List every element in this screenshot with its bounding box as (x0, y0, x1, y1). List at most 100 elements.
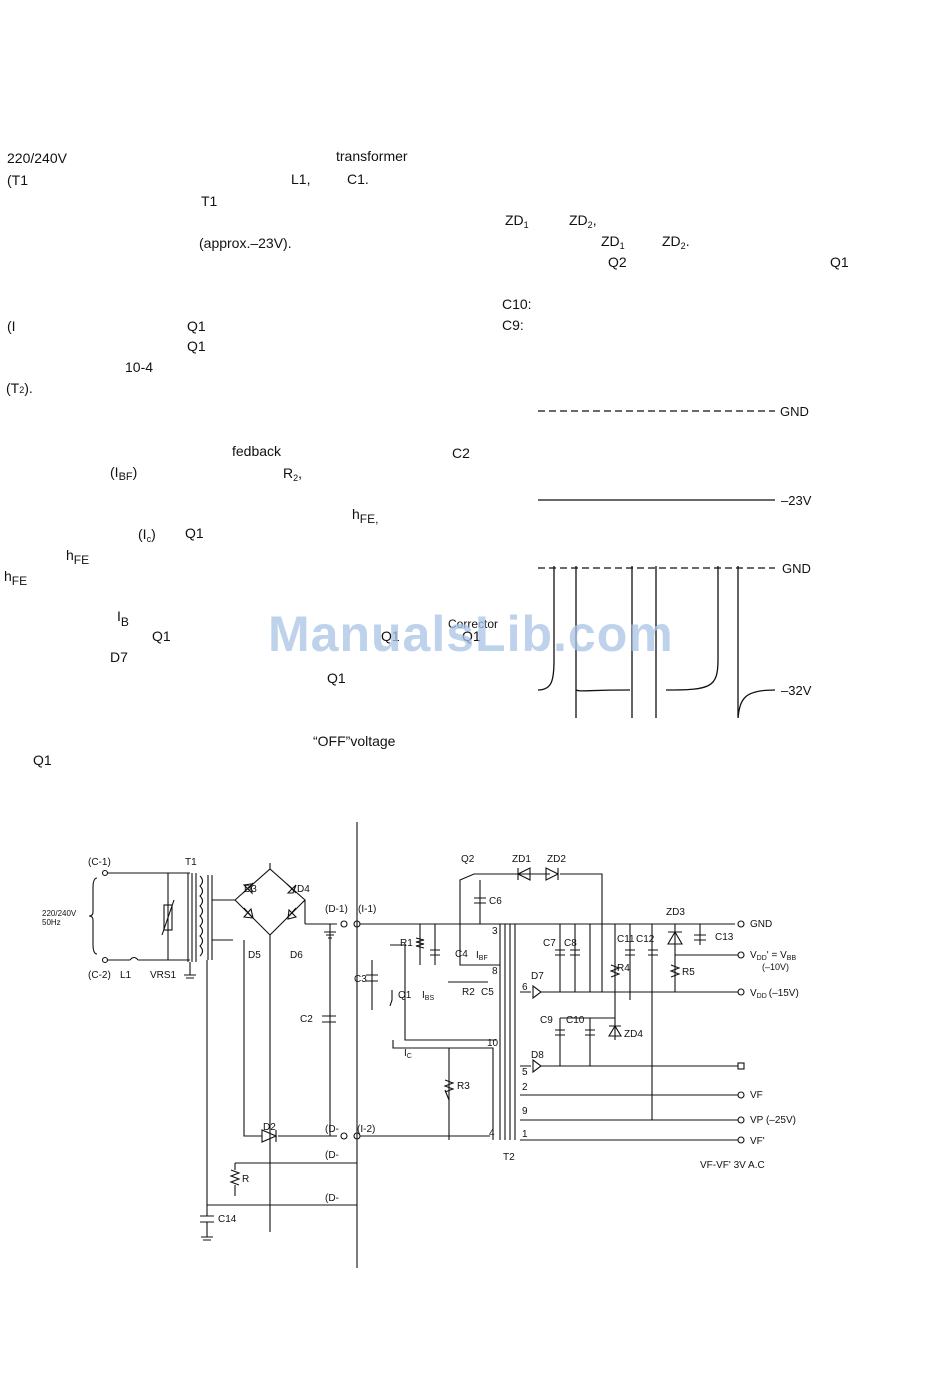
c2-label: C2 (300, 1014, 313, 1025)
ic-text: (Ic) (138, 526, 156, 544)
minus32v-label: –32V (781, 683, 812, 698)
corrector-text: Corrector (448, 617, 499, 631)
c2-terminal-label: (C-2) (88, 970, 111, 981)
vrs1-label: VRS1 (150, 970, 177, 981)
pin1-label: 1 (522, 1129, 528, 1140)
zd4-label: ZD4 (624, 1029, 643, 1040)
t1-text: T1 (201, 193, 218, 209)
ic-label: IC (404, 1048, 412, 1060)
c10-text: C10: (502, 296, 532, 312)
q1-text-h: Q1 (33, 752, 52, 768)
pin10-label: 10 (487, 1038, 499, 1049)
q1-text-a: Q1 (187, 318, 206, 334)
d2-label: D2 (263, 1122, 276, 1133)
input-hz-label: 50Hz (42, 918, 61, 927)
pin4-label: 4 (489, 1128, 495, 1139)
c7-label: C7 (543, 938, 556, 949)
q1-text-c: Q1 (185, 525, 204, 541)
q1-text-f: Q1 (462, 628, 481, 644)
c9-label: C9 (540, 1015, 553, 1026)
pin6-label: 6 (522, 982, 528, 993)
i1-terminal-label: (I-1) (358, 904, 376, 915)
pin9-label: 9 (522, 1106, 528, 1117)
hfe-text-b: hFE (66, 547, 90, 567)
d8-label: D8 (531, 1050, 544, 1061)
r5-label: R5 (682, 967, 695, 978)
pin2-label: 2 (522, 1082, 528, 1093)
q1-label: Q1 (398, 990, 412, 1001)
vf-note-label: VF-VF' 3V A.C (700, 1160, 765, 1171)
c1-terminal-label: (C-1) (88, 857, 111, 868)
zd1-label: ZD1 (512, 854, 531, 865)
pin5-label: 5 (522, 1067, 528, 1078)
c2-text: C2 (452, 445, 470, 461)
pulse-waveform (537, 566, 776, 719)
vf-prime-output-label: VF' (750, 1136, 765, 1147)
d5-label: D5 (248, 950, 261, 961)
r2-label: R2 (462, 987, 475, 998)
pin8-label: 8 (492, 966, 498, 977)
q1-text-b: Q1 (187, 338, 206, 354)
off-voltage-text: “OFF”voltage (313, 733, 396, 749)
d6-label: D6 (290, 950, 303, 961)
input-voltage-label: 220/240V (42, 909, 77, 918)
zd1-text-b: ZD1 (601, 233, 625, 251)
r-label: R (242, 1174, 249, 1185)
r1-label: R1 (400, 938, 413, 949)
transformer-text: transformer (336, 148, 408, 164)
d7-text: D7 (110, 649, 128, 665)
d2-terminal-label: (D- (325, 1124, 339, 1135)
t2-label: T2 (503, 1152, 515, 1163)
c12-label: C12 (636, 934, 655, 945)
hfe-text-a: hFE, (352, 506, 379, 526)
pin3-label: 3 (492, 926, 498, 937)
r4-label: R4 (617, 963, 630, 974)
approx-voltage-text: (approx.–23V). (199, 235, 292, 251)
c5-label: C5 (481, 987, 494, 998)
hfe-text-c: hFE (4, 568, 28, 588)
vf-output-label: VF (750, 1090, 763, 1101)
vdd-prime-value-label: (–10V) (762, 962, 789, 972)
vdd-prime-output-label: VDD' = VBB (750, 950, 796, 962)
d1-terminal-label: (D-1) (325, 904, 348, 915)
c6-label: C6 (489, 896, 502, 907)
i2-terminal-label: (I-2) (357, 1124, 375, 1135)
ibs-label: IBS (422, 990, 434, 1002)
q1-text-right: Q1 (830, 254, 849, 270)
c1-text: C1. (347, 171, 369, 187)
c11-label: C11 (617, 934, 635, 945)
q2-text: Q2 (608, 254, 627, 270)
r2-text: R2, (283, 465, 303, 483)
d4-terminal-label: (D- (325, 1193, 339, 1204)
t1-paren-text: (T1 (7, 172, 28, 188)
c9-text: C9: (502, 317, 524, 333)
ibf-label: IBF (476, 950, 488, 962)
minus23v-label: –23V (781, 493, 812, 508)
zd1-text: ZD1 (505, 212, 529, 230)
c3-label: C3 (354, 974, 367, 985)
q1-text-g: Q1 (327, 670, 346, 686)
ib-text: IB (117, 608, 129, 629)
zd3-label: ZD3 (666, 907, 685, 918)
d3-label: D3 (244, 884, 257, 895)
c13-label: C13 (715, 932, 734, 943)
mains-voltage-text: 220/240V (7, 150, 67, 166)
c8-label: C8 (564, 938, 577, 949)
vdd-output-label: VDD(–15V) (750, 988, 799, 1000)
c14-label: C14 (218, 1214, 237, 1225)
c10-label: C10 (566, 1015, 585, 1026)
ibf-text: (IBF) (110, 464, 138, 483)
c4-label: C4 (455, 949, 468, 960)
figure-ref-text: 10-4 (125, 359, 154, 375)
fedback-text: fedback (232, 443, 282, 459)
t1-label: T1 (185, 857, 197, 868)
zd2-label: ZD2 (547, 854, 566, 865)
q2-label: Q2 (461, 854, 475, 865)
zd2-text-b: ZD2. (662, 233, 690, 251)
l1-text: L1, (291, 171, 311, 187)
d4-label: D4 (297, 884, 310, 895)
vp-output-label: VP (–25V) (750, 1115, 796, 1126)
q1-text-d: Q1 (152, 628, 171, 644)
l1-label: L1 (120, 970, 132, 981)
